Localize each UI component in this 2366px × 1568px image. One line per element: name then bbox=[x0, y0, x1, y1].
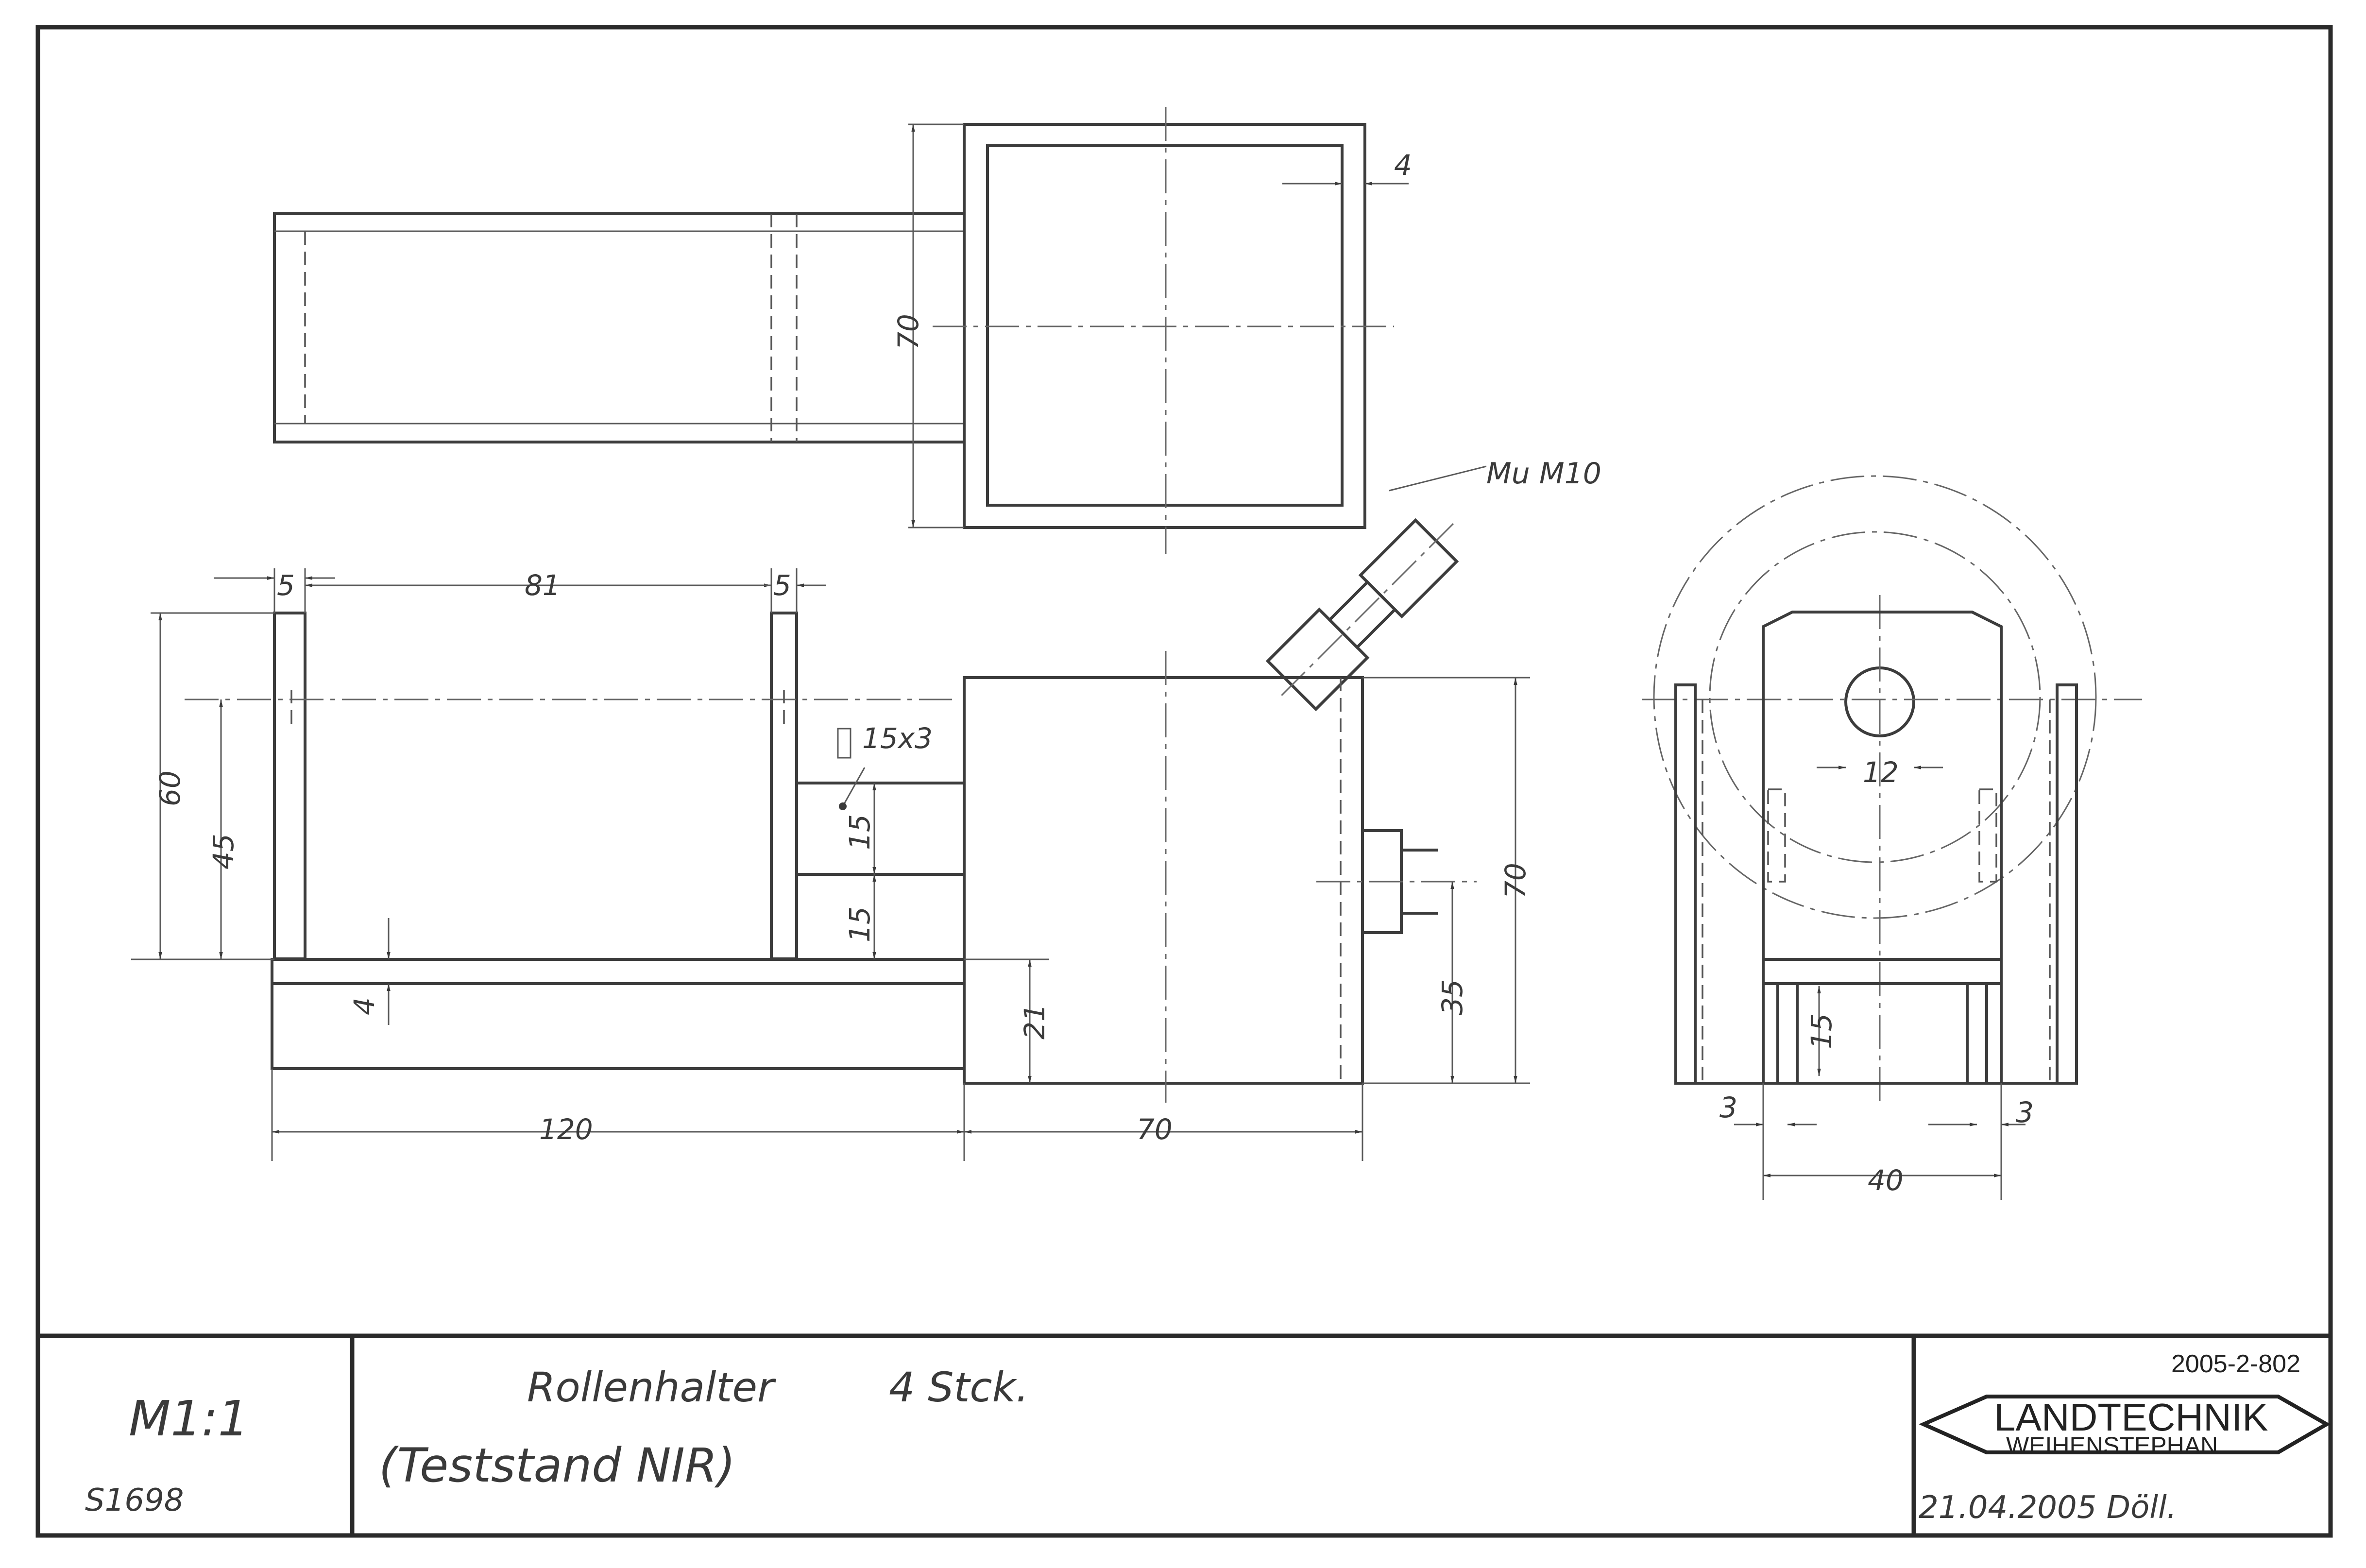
dim-height-35: 35 bbox=[1436, 979, 1469, 1015]
drawing-id: S1698 bbox=[85, 1483, 184, 1518]
dim-wall-3-left: 3 bbox=[1719, 1091, 1737, 1124]
sheet-border bbox=[35, 25, 2333, 1538]
dim-bore-12: 12 bbox=[1863, 756, 1899, 789]
scale-label: M1:1 bbox=[129, 1390, 249, 1447]
label-rect-15x3: 15x3 bbox=[862, 722, 933, 755]
date-signature: 21.04.2005 Döll. bbox=[1919, 1490, 2177, 1526]
dim-side-15: 15 bbox=[1805, 1013, 1838, 1049]
dim-width-40: 40 bbox=[1868, 1164, 1904, 1197]
side-view-dimensions bbox=[1734, 766, 2026, 1200]
dim-length-120: 120 bbox=[539, 1113, 593, 1146]
quantity: 4 Stck. bbox=[889, 1363, 1029, 1411]
front-view bbox=[185, 612, 1477, 1103]
dim-wall-3-right: 3 bbox=[2016, 1096, 2034, 1129]
logo-line2: WEIHENSTEPHAN bbox=[2006, 1432, 2218, 1459]
dim-top-wall: 4 bbox=[1394, 149, 1412, 182]
label-mu-m10: Mu M10 bbox=[1486, 457, 1601, 491]
part-name: Rollenhalter bbox=[527, 1363, 776, 1411]
dim-height-60: 60 bbox=[153, 770, 187, 806]
logo-line1: LANDTECHNIK bbox=[1994, 1396, 2268, 1439]
dim-slot-left: 5 bbox=[277, 569, 295, 602]
dim-height-45: 45 bbox=[207, 834, 240, 869]
side-view bbox=[1642, 475, 2142, 1108]
top-view bbox=[273, 107, 1487, 712]
front-view-dimensions bbox=[131, 568, 1530, 1161]
dim-plate-4: 4 bbox=[348, 997, 381, 1015]
dim-inner-span: 81 bbox=[525, 569, 561, 602]
drawing-number: 2005-2-802 bbox=[2171, 1350, 2300, 1378]
project-name: (Teststand NIR) bbox=[379, 1438, 735, 1493]
dim-slot-15-upper: 15 bbox=[843, 814, 876, 850]
dim-slot-15-lower: 15 bbox=[843, 906, 876, 942]
dim-height-70-right: 70 bbox=[1499, 863, 1532, 899]
dim-height-21: 21 bbox=[1018, 1004, 1051, 1040]
dim-slot-right: 5 bbox=[773, 569, 791, 602]
dim-length-70: 70 bbox=[1137, 1113, 1173, 1146]
top-view-dimensions bbox=[908, 123, 1409, 528]
landtechnik-logo: LANDTECHNIK WEIHENSTEPHAN bbox=[1919, 1395, 2331, 1459]
dim-top-height: 70 bbox=[892, 314, 925, 350]
